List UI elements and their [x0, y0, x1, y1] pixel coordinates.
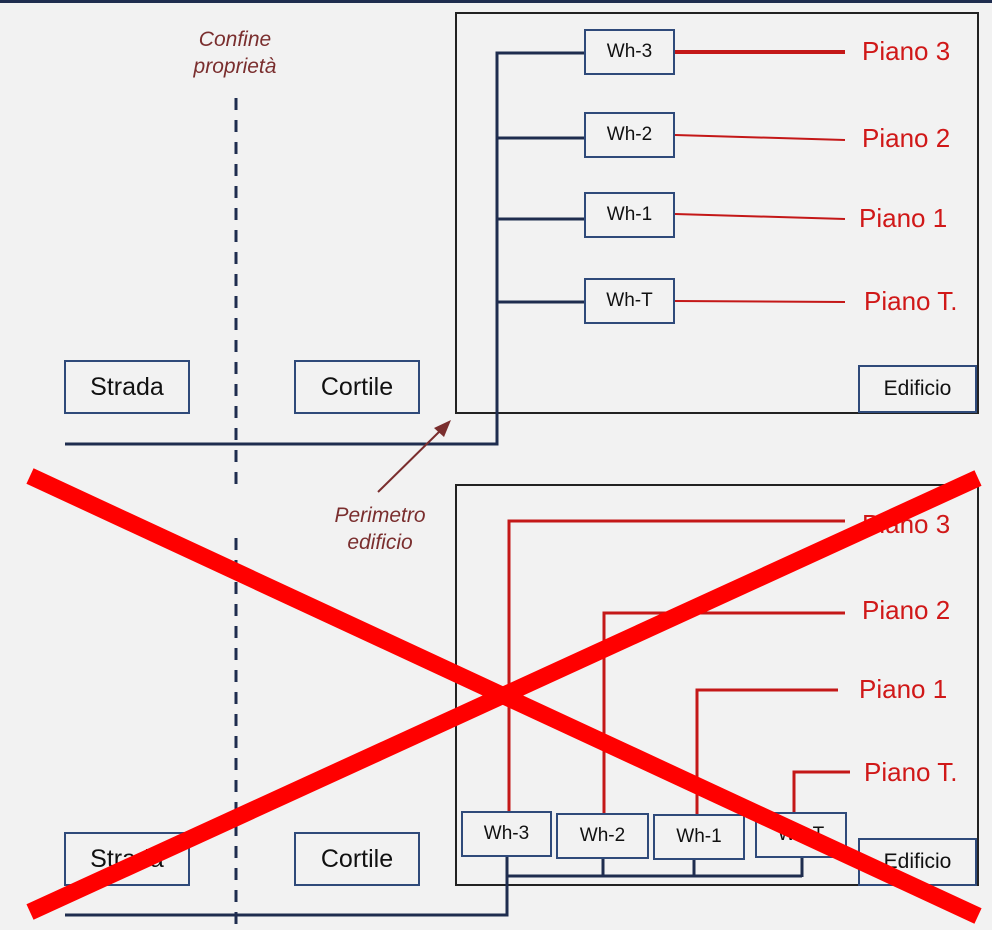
perimeter-note: Perimetro edificio — [305, 502, 455, 556]
bottom-meter-wh1: Wh-1 — [653, 814, 745, 860]
bottom-building-box: Edificio — [858, 838, 977, 886]
bottom-riser-2 — [602, 611, 845, 814]
top-floor-t: Piano T. — [864, 286, 958, 316]
top-floor-3: Piano 3 — [862, 36, 951, 66]
bottom-floor-1: Piano 1 — [859, 674, 948, 704]
bottom-meter-wht: Wh-T — [755, 812, 847, 858]
top-floor-line-1 — [674, 213, 846, 220]
bottom-road-box: Strada — [64, 832, 190, 886]
property-line-note-line2: proprietà — [193, 55, 277, 78]
bottom-yard-box: Cortile — [294, 832, 420, 886]
top-meter-wh3: Wh-3 — [584, 29, 675, 75]
perimeter-arrow-head — [434, 420, 451, 437]
top-floor-line-2 — [674, 134, 846, 141]
bottom-floor-t: Piano T. — [864, 757, 958, 787]
top-building-box: Edificio — [858, 365, 977, 413]
top-meter-wh2: Wh-2 — [584, 112, 675, 158]
bottom-floor-2: Piano 2 — [862, 595, 951, 625]
top-building-perimeter — [455, 12, 979, 414]
bottom-floor-3: Piano 3 — [862, 509, 951, 539]
bottom-riser-t — [792, 770, 850, 813]
bottom-meter-wh3: Wh-3 — [461, 811, 552, 857]
bottom-riser-3 — [507, 519, 845, 812]
property-line-note-line1: Confine — [198, 28, 272, 51]
bottom-meter-wh2: Wh-2 — [556, 813, 649, 859]
top-meter-wht: Wh-T — [584, 278, 675, 324]
top-meter-wh1: Wh-1 — [584, 192, 675, 238]
top-road-box: Strada — [64, 360, 190, 414]
top-floor-2: Piano 2 — [862, 123, 951, 153]
top-floor-1: Piano 1 — [859, 203, 948, 233]
perimeter-arrow-line — [377, 427, 444, 493]
bottom-riser-1 — [695, 688, 838, 816]
top-yard-box: Cortile — [294, 360, 420, 414]
property-line-note: Confine proprietà — [160, 26, 310, 80]
perimeter-note-line1: Perimetro — [334, 504, 426, 527]
top-border — [0, 0, 992, 3]
perimeter-note-line2: edificio — [347, 531, 413, 554]
top-supply-line — [65, 51, 585, 446]
top-floor-line-t — [674, 300, 846, 303]
